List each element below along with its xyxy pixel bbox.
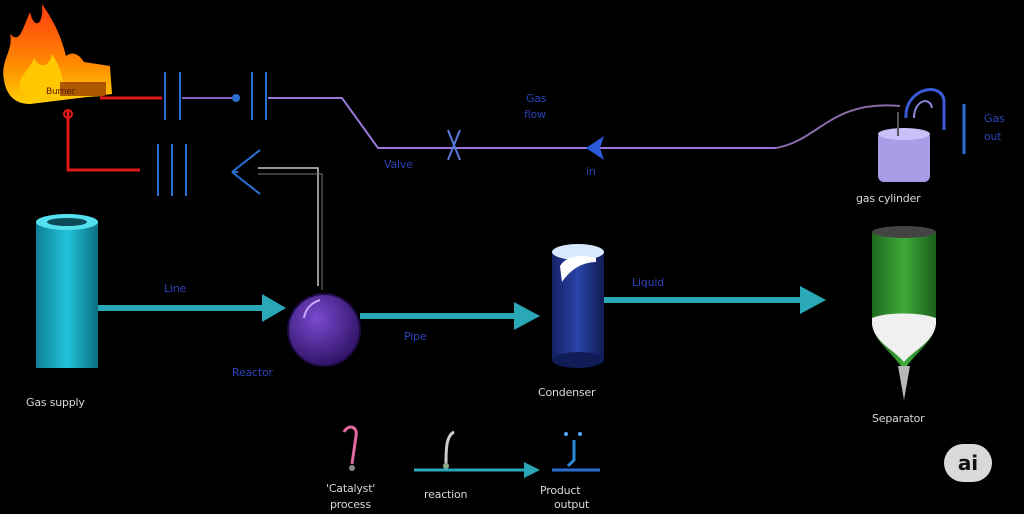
flow-arrow-icon [586,136,604,160]
valve-symbol-1 [164,72,181,120]
bottom1-label-2: process [330,498,371,511]
flow-label-2: flow [524,108,546,121]
flame-icon [3,4,112,104]
ai-badge[interactable]: ai [944,444,992,482]
flow-label-1: Gas [526,92,547,105]
gas-bottle [878,88,946,182]
right-label-2: out [984,130,1002,143]
feed-line-lower [66,110,140,172]
valve-symbol-2 [251,72,267,120]
valve-label: Valve [384,158,413,171]
vertical-riser-2 [258,173,323,290]
junction-node [63,109,73,119]
valve-node [232,94,240,102]
column-label: Condenser [538,386,596,399]
valve-symbol-3 [157,144,187,196]
separator-funnel [872,226,936,400]
valve-x-icon [447,129,461,161]
bottom-stage-1 [342,425,358,471]
flow-arrow-2 [360,302,540,330]
bottom1-label-1: 'Catalyst' [326,482,376,495]
return-pipe [268,97,776,149]
flame-label: Burner [46,87,76,97]
bottom3-label-1: Product [540,484,581,497]
bottom-stage-3 [552,432,600,472]
bottom3-label-2: output [554,498,590,511]
tube-curve [775,104,901,149]
flow-arrow-1 [98,294,286,322]
condenser-column [552,244,604,368]
arrow1-label: Line [164,282,187,295]
bottle-label: gas cylinder [856,192,921,205]
funnel-label: Separator [872,412,925,425]
arrow2-label: Pipe [404,330,427,343]
bottom2-label: reaction [424,488,468,501]
check-valve-icon [231,149,261,195]
arrow-small-label: in [586,165,596,178]
arrow3-label: Liquid [632,276,664,289]
reactor-sphere [287,293,361,367]
sphere-label: Reactor [232,366,273,379]
vertical-riser [258,167,319,286]
right-label-1: Gas [984,112,1005,125]
flow-arrow-3 [604,286,826,314]
bottom-arrow [414,462,540,478]
left-tank-label: Gas supply [26,396,85,409]
supply-tank [36,214,98,368]
bottom-stage-2 [443,430,455,469]
